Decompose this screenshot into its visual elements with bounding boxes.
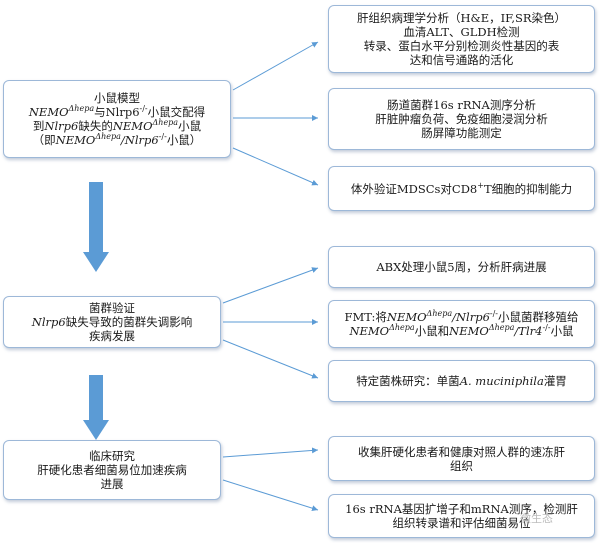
mouse-model-line3: 到Nlrp6缺失的NEMOΔhepa小鼠	[32, 118, 202, 133]
microbiota-validation-box: 菌群验证 Nlrp6缺失导致的菌群失调影响 疾病发展	[3, 296, 221, 348]
mouse-model-box: 小鼠模型 NEMOΔhepa与Nlrp6-/-小鼠交配得 到Nlrp6缺失的NE…	[3, 80, 231, 158]
flow-arrow-2	[83, 375, 109, 440]
pathology-analysis-box: 肝组织病理学分析（H&E，IF,SR染色） 血清ALT、GLDH检测 转录、蛋白…	[328, 5, 595, 73]
sequencing-line3: 肠屏障功能测定	[421, 126, 502, 140]
sequencing-line1: 肠道菌群16s rRNA测序分析	[387, 98, 536, 112]
sample-collection-box: 收集肝硬化患者和健康对照人群的速冻肝 组织	[328, 436, 595, 481]
strain-study-box: 特定菌株研究：单菌A. muciniphila灌胃	[328, 360, 595, 402]
fmt-box: FMT:将NEMOΔhepa/Nlrp6-/-小鼠菌群移殖给 NEMOΔhepa…	[328, 300, 595, 348]
sequencing-analysis-box: 肠道菌群16s rRNA测序分析 肝脏肿瘤负荷、免疫细胞浸润分析 肠屏障功能测定	[328, 88, 595, 150]
connector-left1-r1	[232, 41, 319, 91]
watermark: 微生态	[520, 512, 553, 525]
microbiota-validation-title: 菌群验证	[89, 301, 135, 315]
amplicon-line2: 组织转录谱和评估细菌易位	[392, 516, 531, 530]
amplicon-line1: 16s rRNA基因扩增子和mRNA测序，检测肝	[345, 502, 578, 516]
mouse-model-title: 小鼠模型	[94, 91, 140, 105]
flow-arrow-1	[83, 182, 109, 272]
connector-left2-r6	[222, 339, 319, 379]
amplicon-sequencing-box: 16s rRNA基因扩增子和mRNA测序，检测肝 组织转录谱和评估细菌易位	[328, 494, 595, 538]
connector-left3-r8	[222, 479, 319, 512]
clinical-study-line3: 进展	[100, 477, 124, 491]
pathology-line3: 转录、蛋白水平分别检测炎性基因的表	[363, 39, 560, 53]
fmt-line1: FMT:将NEMOΔhepa/Nlrp6-/-小鼠菌群移殖给	[344, 309, 579, 324]
collection-line1: 收集肝硬化患者和健康对照人群的速冻肝	[358, 444, 565, 459]
mouse-model-line4: （即NEMOΔhepa/Nlrp6-/-小鼠）	[32, 132, 202, 147]
pathology-line4: 达和信号通路的活化	[409, 53, 514, 67]
pathology-line1: 肝组织病理学分析（H&E，IF,SR染色）	[356, 11, 567, 25]
strain-line: 特定菌株研究：单菌A. muciniphila灌胃	[356, 374, 567, 388]
sequencing-line2: 肝脏肿瘤负荷、免疫细胞浸润分析	[375, 112, 548, 126]
fmt-line2: NEMOΔhepa小鼠和NEMOΔhepa/Tlr4-/-小鼠	[349, 323, 574, 338]
connector-left3-r7	[222, 447, 319, 458]
collection-line2: 组织	[450, 458, 473, 473]
microbiota-validation-line2: Nlrp6缺失导致的菌群失调影响	[31, 315, 193, 329]
microbiota-validation-line3: 疾病发展	[89, 329, 135, 343]
clinical-study-box: 临床研究 肝硬化患者细菌易位加速疾病 进展	[3, 440, 221, 500]
mdsc-line: 体外验证MDSCs对CD8+T细胞的抑制能力	[350, 180, 573, 196]
abx-treatment-box: ABX处理小鼠5周，分析肝病进展	[328, 246, 595, 288]
connector-left1-r3	[232, 147, 319, 186]
mouse-model-line2: NEMOΔhepa与Nlrp6-/-小鼠交配得	[28, 104, 206, 119]
mdsc-validation-box: 体外验证MDSCs对CD8+T细胞的抑制能力	[328, 166, 595, 211]
clinical-study-title: 临床研究	[89, 449, 135, 463]
connector-left2-r4	[222, 267, 319, 304]
clinical-study-line2: 肝硬化患者细菌易位加速疾病	[37, 463, 187, 477]
pathology-line2: 血清ALT、GLDH检测	[403, 25, 520, 39]
abx-line: ABX处理小鼠5周，分析肝病进展	[376, 260, 547, 274]
